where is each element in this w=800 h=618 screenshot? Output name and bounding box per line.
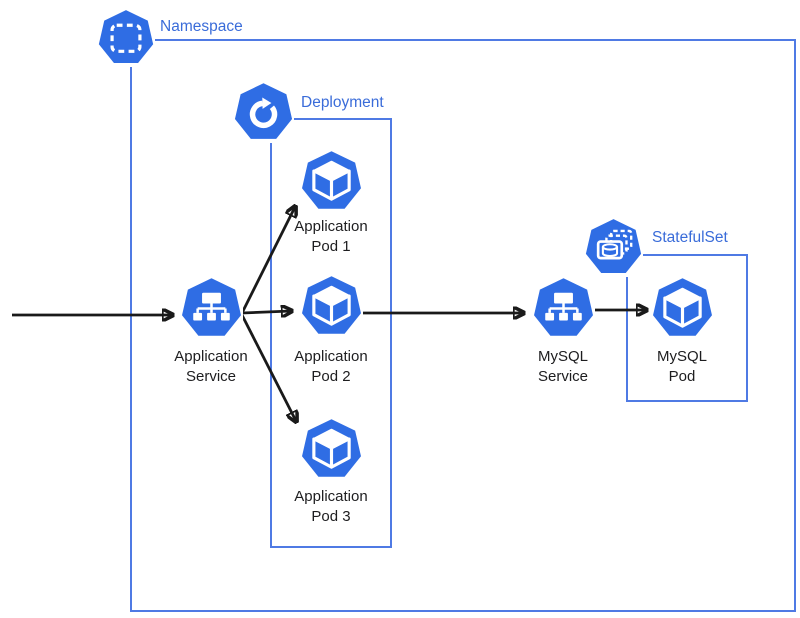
app-pod-1-label: Application Pod 1 bbox=[266, 217, 396, 257]
app-pod-3-label-line2: Pod 3 bbox=[311, 508, 351, 525]
app-pod-1-label-line2: Pod 1 bbox=[311, 238, 351, 255]
app-service-icon bbox=[180, 277, 243, 340]
app-pod-2-label-line1: Application bbox=[294, 348, 368, 365]
deployment-box bbox=[270, 118, 392, 548]
app-pod-3-icon bbox=[300, 418, 363, 481]
app-pod-2-label: Application Pod 2 bbox=[266, 347, 396, 387]
mysql-pod-label-line1: MySQL bbox=[656, 348, 707, 365]
statefulset-label: StatefulSet bbox=[652, 229, 728, 246]
app-service-label-line1: Application bbox=[174, 348, 248, 365]
mysql-pod-icon bbox=[651, 277, 714, 340]
app-pod-3-label-line1: Application bbox=[294, 488, 368, 505]
mysql-service-icon bbox=[532, 277, 595, 340]
edge-app-service-to-pod-2 bbox=[241, 311, 291, 313]
mysql-pod-label: MySQL Pod bbox=[617, 347, 747, 387]
app-service-label: Application Service bbox=[146, 347, 276, 387]
edge-app-service-to-pod-3 bbox=[240, 314, 296, 421]
namespace-box bbox=[130, 39, 796, 612]
app-pod-1-icon bbox=[300, 150, 363, 213]
namespace-icon bbox=[97, 9, 155, 67]
deployment-icon bbox=[233, 82, 294, 143]
app-pod-3-label: Application Pod 3 bbox=[266, 487, 396, 527]
edge-app-service-to-pod-1 bbox=[240, 207, 295, 314]
app-pod-2-icon bbox=[300, 275, 363, 338]
statefulset-icon bbox=[584, 218, 643, 277]
statefulset-box bbox=[626, 254, 748, 402]
app-pod-1-label-line1: Application bbox=[294, 218, 368, 235]
mysql-pod-label-line2: Pod bbox=[668, 368, 696, 385]
deployment-label: Deployment bbox=[301, 94, 384, 111]
namespace-label: Namespace bbox=[160, 18, 243, 35]
mysql-service-label: MySQL Service bbox=[498, 347, 628, 387]
mysql-service-label-line2: Service bbox=[537, 368, 589, 385]
mysql-service-label-line1: MySQL bbox=[537, 348, 588, 365]
app-service-label-line2: Service bbox=[185, 368, 237, 385]
app-pod-2-label-line2: Pod 2 bbox=[311, 368, 351, 385]
